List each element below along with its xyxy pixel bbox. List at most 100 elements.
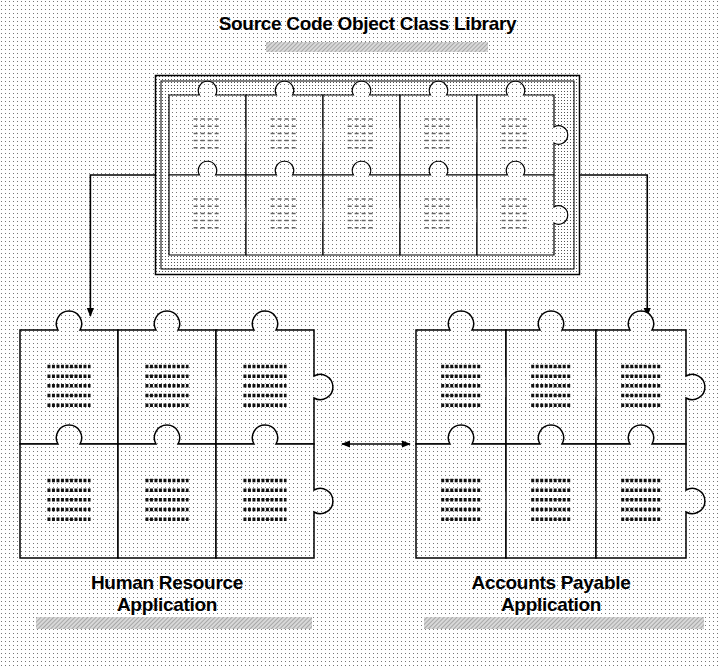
code-lines [47, 479, 90, 483]
code-lines [194, 220, 222, 222]
code-lines [47, 365, 90, 369]
code-lines [621, 517, 661, 521]
puzzle-piece [477, 161, 568, 255]
code-lines [441, 384, 481, 388]
code-lines [425, 147, 453, 149]
puzzle-piece [596, 311, 705, 444]
code-lines [348, 118, 376, 120]
code-lines [425, 133, 453, 135]
code-lines [271, 140, 299, 142]
code-lines [145, 394, 188, 398]
library-inner-frame [161, 81, 574, 269]
code-lines [502, 125, 530, 127]
code-lines [145, 508, 188, 512]
hatched-bar [36, 617, 312, 629]
code-lines [425, 213, 453, 215]
code-lines [271, 213, 299, 215]
code-lines [271, 220, 299, 222]
puzzle-illustration [20, 330, 326, 558]
code-lines [531, 374, 571, 378]
code-lines [531, 403, 571, 407]
code-lines [194, 125, 222, 127]
connector-arrow [580, 175, 647, 316]
code-lines [441, 498, 481, 502]
code-lines [145, 488, 188, 492]
code-lines [194, 140, 222, 142]
code-lines [348, 198, 376, 200]
code-lines [621, 479, 661, 483]
code-lines [531, 365, 571, 369]
code-lines [502, 147, 530, 149]
code-lines [47, 384, 90, 388]
code-lines [348, 133, 376, 135]
code-lines [441, 479, 481, 483]
connector-arrow [342, 443, 410, 445]
code-lines [243, 479, 286, 483]
code-lines [621, 488, 661, 492]
puzzle-piece [216, 311, 333, 444]
code-lines [47, 488, 90, 492]
code-lines [502, 140, 530, 142]
code-lines [47, 403, 90, 407]
application-label: Human Resource Application [52, 572, 282, 616]
hatched-bar [424, 617, 704, 629]
code-lines [271, 118, 299, 120]
code-lines [145, 479, 188, 483]
code-lines [531, 488, 571, 492]
code-lines [425, 205, 453, 207]
code-lines [502, 205, 530, 207]
code-lines [47, 374, 90, 378]
code-lines [425, 227, 453, 229]
code-lines [502, 133, 530, 135]
code-lines [243, 517, 286, 521]
code-lines [243, 374, 286, 378]
code-lines [348, 227, 376, 229]
code-lines [194, 198, 222, 200]
code-lines [47, 517, 90, 521]
code-lines [621, 365, 661, 369]
code-lines [47, 508, 90, 512]
code-lines [145, 365, 188, 369]
code-lines [425, 220, 453, 222]
code-lines [271, 147, 299, 149]
code-lines [194, 205, 222, 207]
code-lines [531, 517, 571, 521]
code-lines [145, 403, 188, 407]
code-lines [531, 498, 571, 502]
hatched-bar [266, 42, 488, 52]
code-lines [47, 498, 90, 502]
code-lines [194, 133, 222, 135]
library-heading: Source Code Object Class Library [95, 13, 640, 35]
code-lines [271, 227, 299, 229]
code-lines [348, 125, 376, 127]
connector-arrow [90, 175, 155, 316]
code-lines [502, 118, 530, 120]
code-lines [271, 125, 299, 127]
code-lines [271, 133, 299, 135]
code-lines [425, 140, 453, 142]
code-lines [621, 374, 661, 378]
code-lines [47, 394, 90, 398]
code-lines [425, 198, 453, 200]
code-lines [271, 205, 299, 207]
code-lines [194, 118, 222, 120]
code-lines [502, 227, 530, 229]
application-block: Human Resource Application [20, 330, 326, 558]
code-lines [502, 220, 530, 222]
puzzle-piece [216, 425, 333, 558]
library-box: Source Code Object Class Library [155, 75, 580, 275]
code-lines [621, 498, 661, 502]
code-lines [348, 205, 376, 207]
code-lines [441, 403, 481, 407]
code-lines [621, 394, 661, 398]
code-lines [348, 220, 376, 222]
code-lines [531, 394, 571, 398]
code-lines [145, 374, 188, 378]
code-lines [621, 403, 661, 407]
code-lines [441, 374, 481, 378]
code-lines [348, 140, 376, 142]
library-illustration [155, 75, 580, 275]
code-lines [145, 384, 188, 388]
application-block: Accounts Payable Application [416, 330, 698, 558]
